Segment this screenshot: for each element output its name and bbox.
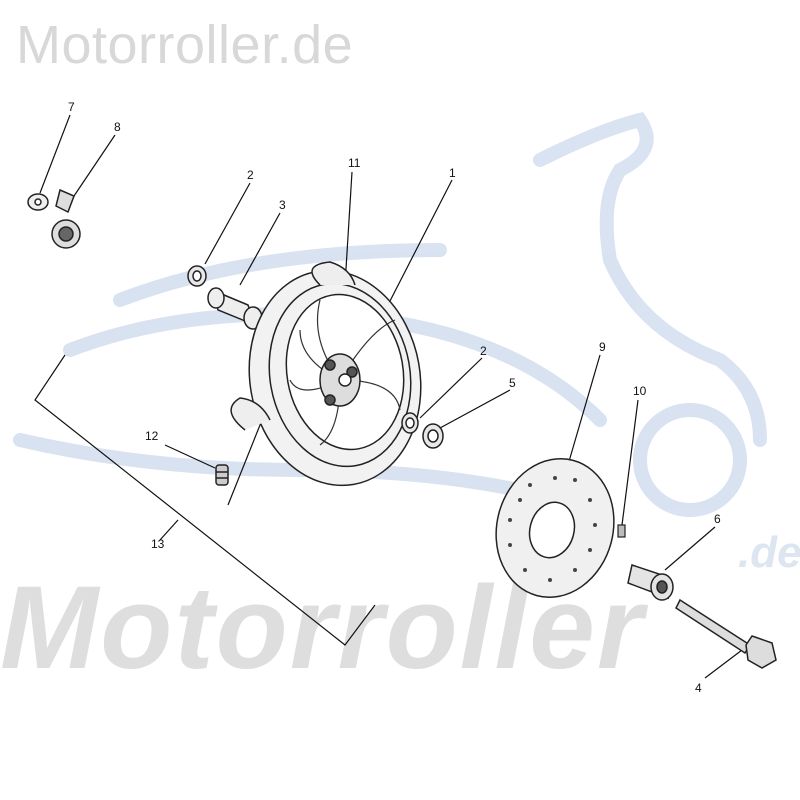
label-part-12: 12: [145, 429, 159, 443]
part-1-hub: [319, 353, 361, 407]
label-part-1: 1: [449, 166, 456, 180]
watermark-suffix: .de: [738, 528, 800, 577]
label-part-13: 13: [151, 537, 165, 551]
label-part-11: 11: [348, 156, 361, 170]
part-5-spacer: [422, 423, 444, 449]
label-part-4: 4: [695, 681, 702, 695]
watermark-top: Motorroller.de: [16, 15, 354, 75]
label-part-6: 6: [714, 512, 721, 526]
label-part-2-right: 2: [480, 344, 487, 358]
label-part-3: 3: [279, 198, 286, 212]
part-2-bearing-left: [187, 265, 207, 287]
part-2-bearing-right: [401, 412, 419, 434]
part-6-collar: [627, 564, 674, 601]
label-part-9: 9: [599, 340, 606, 354]
label-part-2: 2: [247, 168, 254, 182]
label-part-7: 7: [68, 100, 75, 114]
part-8-bearing: [51, 188, 81, 249]
label-part-8: 8: [114, 120, 121, 134]
part-9-brake-disc: [495, 457, 615, 599]
part-12-valve: [215, 464, 229, 486]
part-3-sleeve: [207, 287, 263, 330]
part-7-nut: [27, 193, 49, 211]
label-part-10: 10: [633, 384, 647, 398]
part-10-screw: [617, 524, 626, 538]
part-4-axle-bolt: [675, 598, 777, 669]
label-part-5: 5: [509, 376, 516, 390]
